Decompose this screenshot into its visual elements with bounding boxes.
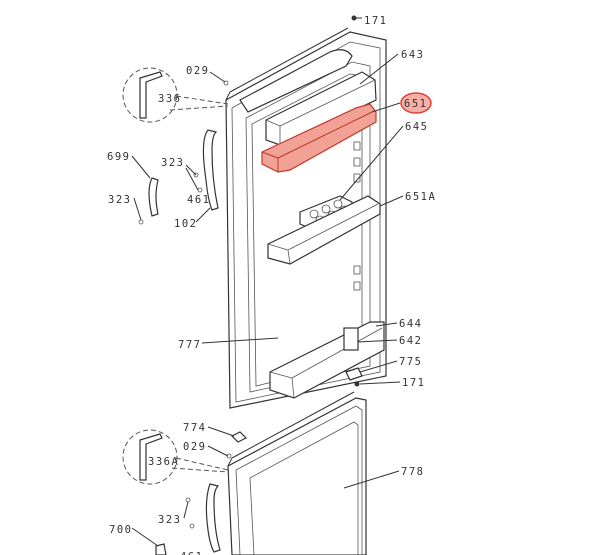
label-774: 774 <box>183 422 206 434</box>
label-644: 644 <box>399 318 422 330</box>
hinge-775 <box>345 367 363 381</box>
door-bin-651-highlighted <box>261 103 377 173</box>
label-775: 775 <box>399 356 422 368</box>
upper-handle-102 <box>138 80 229 225</box>
label-777: 777 <box>178 339 201 351</box>
lower-handle <box>155 483 221 555</box>
door-bin-651a <box>267 195 381 265</box>
label-323-b: 323 <box>108 194 131 206</box>
gasket-336-detail <box>122 67 229 123</box>
lower-door <box>226 391 367 555</box>
hinge-pin-171-lower <box>354 381 360 387</box>
hinge-pin-171-top <box>351 15 357 21</box>
label-461-upper: 461 <box>187 194 210 206</box>
label-323-a: 323 <box>161 157 184 169</box>
highlight-circle-651 <box>400 92 432 114</box>
upper-shelf-cover-643 <box>265 71 377 146</box>
gasket-336a-detail <box>122 429 229 485</box>
label-336: 336 <box>158 93 181 105</box>
label-645: 645 <box>405 121 428 133</box>
shelf-slots <box>353 141 361 291</box>
bottle-bin-644 <box>269 321 385 399</box>
label-336a: 336A <box>148 456 179 468</box>
label-029-upper: 029 <box>186 65 209 77</box>
label-102: 102 <box>174 218 197 230</box>
label-651[interactable]: 651 <box>404 98 427 110</box>
label-029-lower: 029 <box>183 441 206 453</box>
label-171-top: 171 <box>364 15 387 27</box>
label-323-lower: 323 <box>158 514 181 526</box>
label-171-lower: 171 <box>402 377 425 389</box>
label-651a: 651A <box>405 191 436 203</box>
label-643: 643 <box>401 49 424 61</box>
label-642: 642 <box>399 335 422 347</box>
label-700: 700 <box>109 524 132 536</box>
label-778: 778 <box>401 466 424 478</box>
label-699: 699 <box>107 151 130 163</box>
part-labels: 171 643 029 336 651 645 699 323 323 461 … <box>107 15 436 555</box>
leader-lines <box>131 17 404 547</box>
label-461-lower: 461 <box>180 551 203 555</box>
